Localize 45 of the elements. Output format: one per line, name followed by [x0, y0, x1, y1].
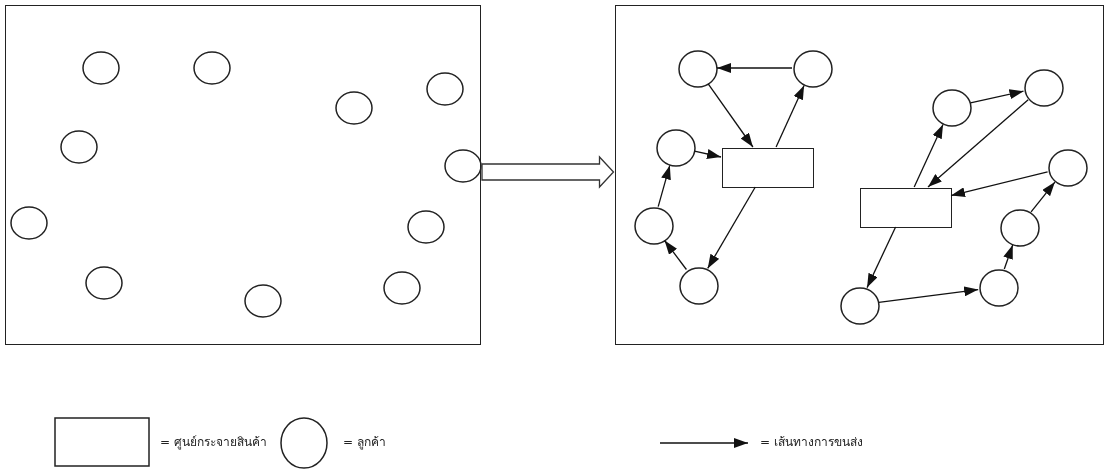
customer-ellipse — [407, 210, 445, 244]
customer-ellipse — [932, 89, 972, 127]
customer-ellipse — [383, 271, 421, 305]
route-arrow — [878, 286, 979, 304]
customer-ellipse — [426, 72, 464, 106]
customer-ellipse — [244, 284, 282, 318]
distribution-center-box — [860, 188, 952, 228]
route-arrow — [913, 123, 944, 188]
customer-ellipse — [85, 266, 123, 300]
legend-text: = เส้นทางการขนส่ง — [760, 434, 863, 451]
route-arrow — [1003, 244, 1014, 270]
map-panel — [5, 5, 481, 345]
route-arrow — [693, 149, 722, 159]
route-arrow — [950, 171, 1049, 198]
customer-ellipse — [10, 206, 48, 240]
customer-ellipse — [840, 287, 880, 325]
route-arrow — [663, 239, 688, 271]
customer-ellipse — [1024, 69, 1064, 107]
customer-ellipse — [1000, 209, 1040, 247]
customer-ellipse — [60, 130, 98, 164]
customer-ellipse — [193, 51, 231, 85]
customer-ellipse — [444, 149, 482, 183]
customer-ellipse — [335, 91, 373, 125]
customer-ellipse — [1048, 149, 1088, 187]
distribution-center-box — [722, 148, 814, 188]
block-arrow — [481, 155, 615, 189]
route-arrow — [716, 63, 793, 73]
route-arrow — [927, 99, 1029, 188]
customer-ellipse — [979, 269, 1019, 307]
legend-text: = ลูกค้า — [343, 434, 386, 451]
route-arrow — [969, 89, 1025, 104]
route-arrow — [707, 83, 754, 148]
legend-text: = ศูนย์กระจายสินค้า — [160, 434, 267, 451]
route-arrow — [866, 226, 897, 289]
customer-ellipse — [793, 50, 833, 88]
customer-ellipse — [679, 267, 719, 305]
route-arrow — [1030, 181, 1056, 213]
customer-ellipse — [82, 51, 120, 85]
customer-ellipse — [634, 207, 674, 245]
map-panel — [614, 5, 1104, 345]
customer-ellipse — [678, 50, 718, 88]
route-arrow — [707, 186, 756, 270]
customer-ellipse — [656, 129, 696, 167]
route-arrow — [657, 164, 671, 208]
route-arrow — [775, 84, 805, 148]
